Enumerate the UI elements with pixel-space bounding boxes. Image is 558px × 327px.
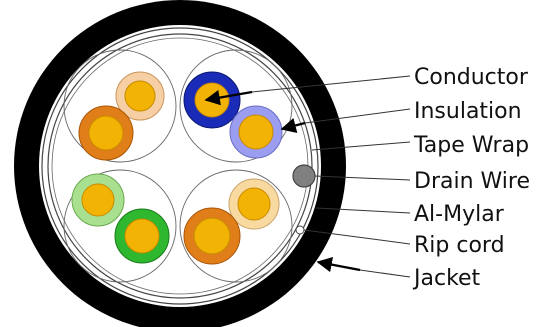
leader-jacket: [359, 269, 411, 278]
wire-orange-white: [115, 71, 165, 121]
leader-al-mylar: [315, 207, 411, 214]
jacket-arrow: [316, 257, 361, 273]
wire-brown-white: [228, 178, 280, 230]
label-rip-cord: Rip cord: [414, 233, 505, 258]
pair-boundary-bottom-left: [63, 169, 177, 283]
pair-boundary-top-left: [63, 49, 177, 163]
al-mylar-layer: [41, 27, 319, 305]
rip-cord: [295, 225, 305, 235]
leader-drain-wire: [314, 175, 411, 181]
label-jacket: Jacket: [412, 266, 481, 291]
pair-boundary-bottom-right: [179, 169, 293, 283]
leader-insulation: [304, 108, 411, 124]
label-insulation: Insulation: [414, 99, 522, 124]
conductor-arrow: [204, 90, 253, 106]
label-tape-wrap: Tape Wrap: [413, 133, 529, 158]
wire-orange: [78, 105, 134, 161]
pair-boundary-top-right: [179, 49, 293, 163]
label-drain-wire: Drain Wire: [414, 169, 530, 194]
label-conductor: Conductor: [414, 65, 529, 90]
tape-wrap-layer: [47, 33, 313, 299]
insulation-arrow: [280, 118, 306, 133]
wire-green: [114, 208, 170, 264]
drain-wire: [292, 164, 316, 188]
wire-green-white: [71, 173, 125, 227]
jacket-inner: [39, 25, 321, 307]
leader-conductor: [251, 75, 411, 93]
label-al-mylar: Al-Mylar: [414, 202, 505, 227]
leader-tape-wrap: [311, 141, 411, 151]
wire-blue-white: [229, 105, 283, 159]
wire-brown: [183, 207, 241, 265]
leader-rip-cord: [303, 229, 411, 245]
